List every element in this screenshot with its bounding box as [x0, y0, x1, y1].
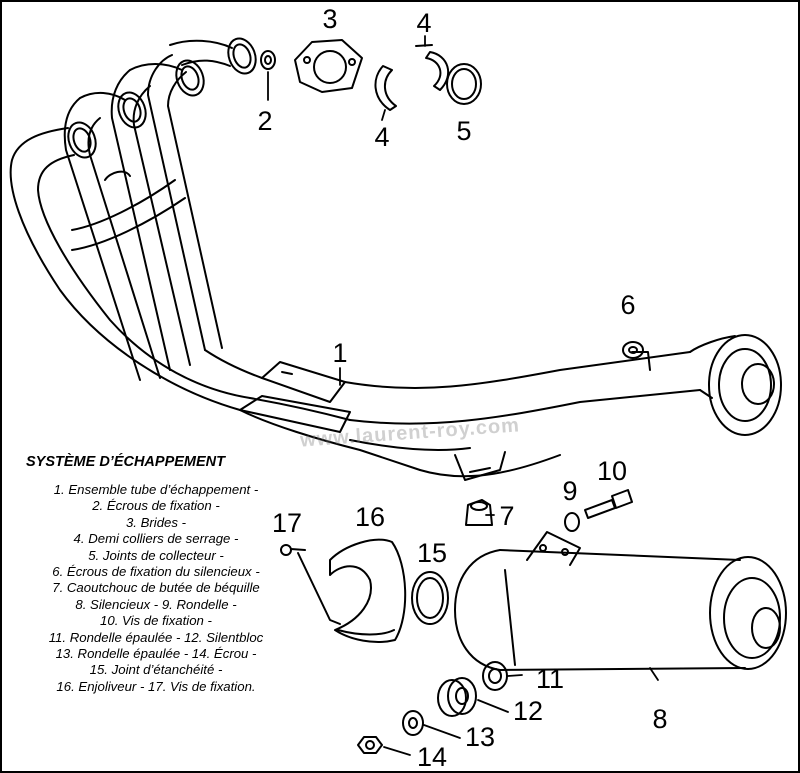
label-17: 17	[272, 508, 302, 538]
legend-line: 7. Caoutchouc de butée de béquille	[52, 580, 260, 596]
legend-line: 16. Enjoliveur - 17. Vis de fixation.	[56, 678, 256, 694]
label-3: 3	[322, 4, 337, 34]
legend-line: 13. Rondelle épaulée - 14. Écrou -	[55, 646, 257, 662]
legend-line: 8. Silencieux - 9. Rondelle -	[75, 596, 237, 612]
label-4-top: 4	[416, 8, 431, 38]
label-6: 6	[620, 290, 635, 320]
legend-line: 11. Rondelle épaulée - 12. Silentbloc	[48, 629, 264, 645]
label-9: 9	[562, 476, 577, 506]
legend-title: SYSTÈME D’ÉCHAPPEMENT	[26, 454, 225, 470]
legend-line: 5. Joints de collecteur -	[88, 547, 224, 563]
leader-lines	[267, 35, 659, 756]
label-5: 5	[456, 116, 471, 146]
legend: SYSTÈME D’ÉCHAPPEMENT 1. Ensemble tube d…	[6, 454, 306, 695]
label-13: 13	[465, 722, 495, 752]
label-14: 14	[417, 742, 447, 772]
label-1: 1	[332, 338, 347, 368]
legend-line: 6. Écrous de fixation du silencieux -	[52, 564, 260, 580]
small-hardware	[280, 341, 644, 754]
label-4-bottom: 4	[374, 122, 389, 152]
legend-line: 1. Ensemble tube d’échappement -	[53, 482, 259, 497]
exhaust-header-pipes	[9, 37, 782, 481]
label-15: 15	[417, 538, 447, 568]
legend-line: 10. Vis de fixation -	[100, 613, 212, 629]
label-10: 10	[597, 456, 627, 486]
label-16: 16	[355, 502, 385, 532]
part-number-labels: 1 2 3 4 4 5 6 7 8 9 10 11 12 13 14 15 16…	[257, 4, 667, 772]
gaskets-and-clamps	[260, 39, 482, 111]
label-12: 12	[513, 696, 543, 726]
legend-line: 3. Brides -	[125, 514, 187, 530]
silencer	[454, 531, 787, 671]
legend-line: 4. Demi colliers de serrage -	[73, 531, 239, 547]
legend-line: 15. Joint d’étanchéité -	[89, 662, 223, 678]
label-7: 7	[499, 501, 514, 531]
legend-line: 2. Écrous de fixation -	[92, 498, 220, 514]
label-2: 2	[257, 106, 272, 136]
label-8: 8	[652, 704, 667, 734]
label-11: 11	[536, 664, 564, 694]
